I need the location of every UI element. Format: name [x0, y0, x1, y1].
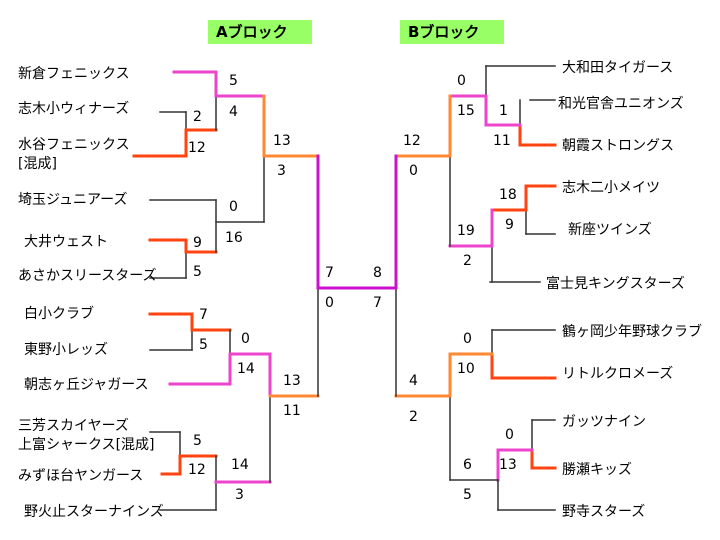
score: 3 — [277, 163, 286, 179]
score: 7 — [325, 265, 334, 281]
block-a-label: Aブロック — [208, 20, 312, 44]
score: 12 — [188, 462, 206, 478]
score: 4 — [409, 373, 418, 389]
score: 3 — [235, 487, 244, 503]
score: 9 — [193, 235, 202, 251]
score: 11 — [493, 133, 511, 149]
score: 0 — [229, 199, 238, 215]
score: 5 — [193, 264, 202, 280]
team-b6: 富士見キングスターズ — [546, 276, 685, 292]
team-a11: みずほ台ヤンガース — [18, 468, 144, 484]
score: 7 — [199, 307, 208, 323]
team-b1: 大和田タイガース — [562, 60, 674, 76]
score: 5 — [463, 487, 472, 503]
score: 0 — [457, 73, 466, 89]
team-b8: リトルクロメーズ — [562, 366, 674, 382]
score: 1 — [499, 103, 508, 119]
score: 4 — [229, 104, 238, 120]
team-a5: 大井ウェスト — [24, 234, 108, 250]
team-a3: 水谷フェニックス — [18, 137, 130, 153]
score: 0 — [325, 295, 334, 311]
team-a12: 野火止スターナインズ — [24, 504, 164, 520]
score: 2 — [463, 253, 472, 269]
score: 12 — [188, 140, 206, 156]
score: 0 — [241, 331, 250, 347]
team-b3: 朝霞ストロングス — [562, 138, 674, 154]
score: 9 — [505, 217, 514, 233]
score: 0 — [505, 427, 514, 443]
score: 6 — [463, 457, 472, 473]
team-a3-note: [混成] — [18, 156, 57, 172]
team-a4: 埼玉ジュニアーズ — [18, 192, 128, 208]
score: 13 — [273, 133, 291, 149]
team-a9: 朝志ヶ丘ジャガース — [24, 377, 149, 393]
team-b11: 野寺スターズ — [562, 504, 646, 520]
team-a6: あさかスリースターズ — [18, 268, 157, 284]
score: 0 — [409, 163, 418, 179]
score: 11 — [283, 403, 301, 419]
score: 10 — [457, 361, 475, 377]
team-a10: 三芳スカイヤーズ — [18, 418, 129, 434]
score: 12 — [403, 133, 421, 149]
score: 14 — [231, 457, 249, 473]
score: 18 — [499, 187, 517, 203]
score: 5 — [199, 337, 208, 353]
score: 14 — [237, 361, 255, 377]
team-b7: 鶴ヶ岡少年野球クラブ — [562, 324, 702, 340]
score: 7 — [373, 295, 382, 311]
team-a10-partner: 上富シャークス[混成] — [18, 437, 155, 453]
score: 13 — [499, 457, 517, 473]
score: 8 — [373, 265, 382, 281]
score: 19 — [457, 223, 475, 239]
team-a2: 志木小ウィナーズ — [18, 101, 130, 117]
score: 5 — [193, 433, 202, 449]
team-b5: 新座ツインズ — [568, 222, 652, 238]
score: 0 — [463, 331, 472, 347]
block-b-label: Bブロック — [400, 20, 504, 44]
score: 15 — [457, 103, 475, 119]
team-a7: 白小クラブ — [24, 306, 94, 322]
team-a8: 東野小レッズ — [24, 342, 108, 358]
team-b9: ガッツナイン — [562, 414, 646, 430]
team-b2: 和光官舎ユニオンズ — [558, 96, 684, 112]
score: 16 — [225, 230, 243, 246]
score: 5 — [229, 73, 238, 89]
score: 2 — [193, 109, 202, 125]
team-b10: 勝瀬キッズ — [562, 462, 632, 478]
score: 2 — [409, 409, 418, 425]
team-b4: 志木二小メイツ — [562, 180, 660, 196]
team-a1: 新倉フェニックス — [18, 66, 130, 82]
score: 13 — [283, 373, 301, 389]
